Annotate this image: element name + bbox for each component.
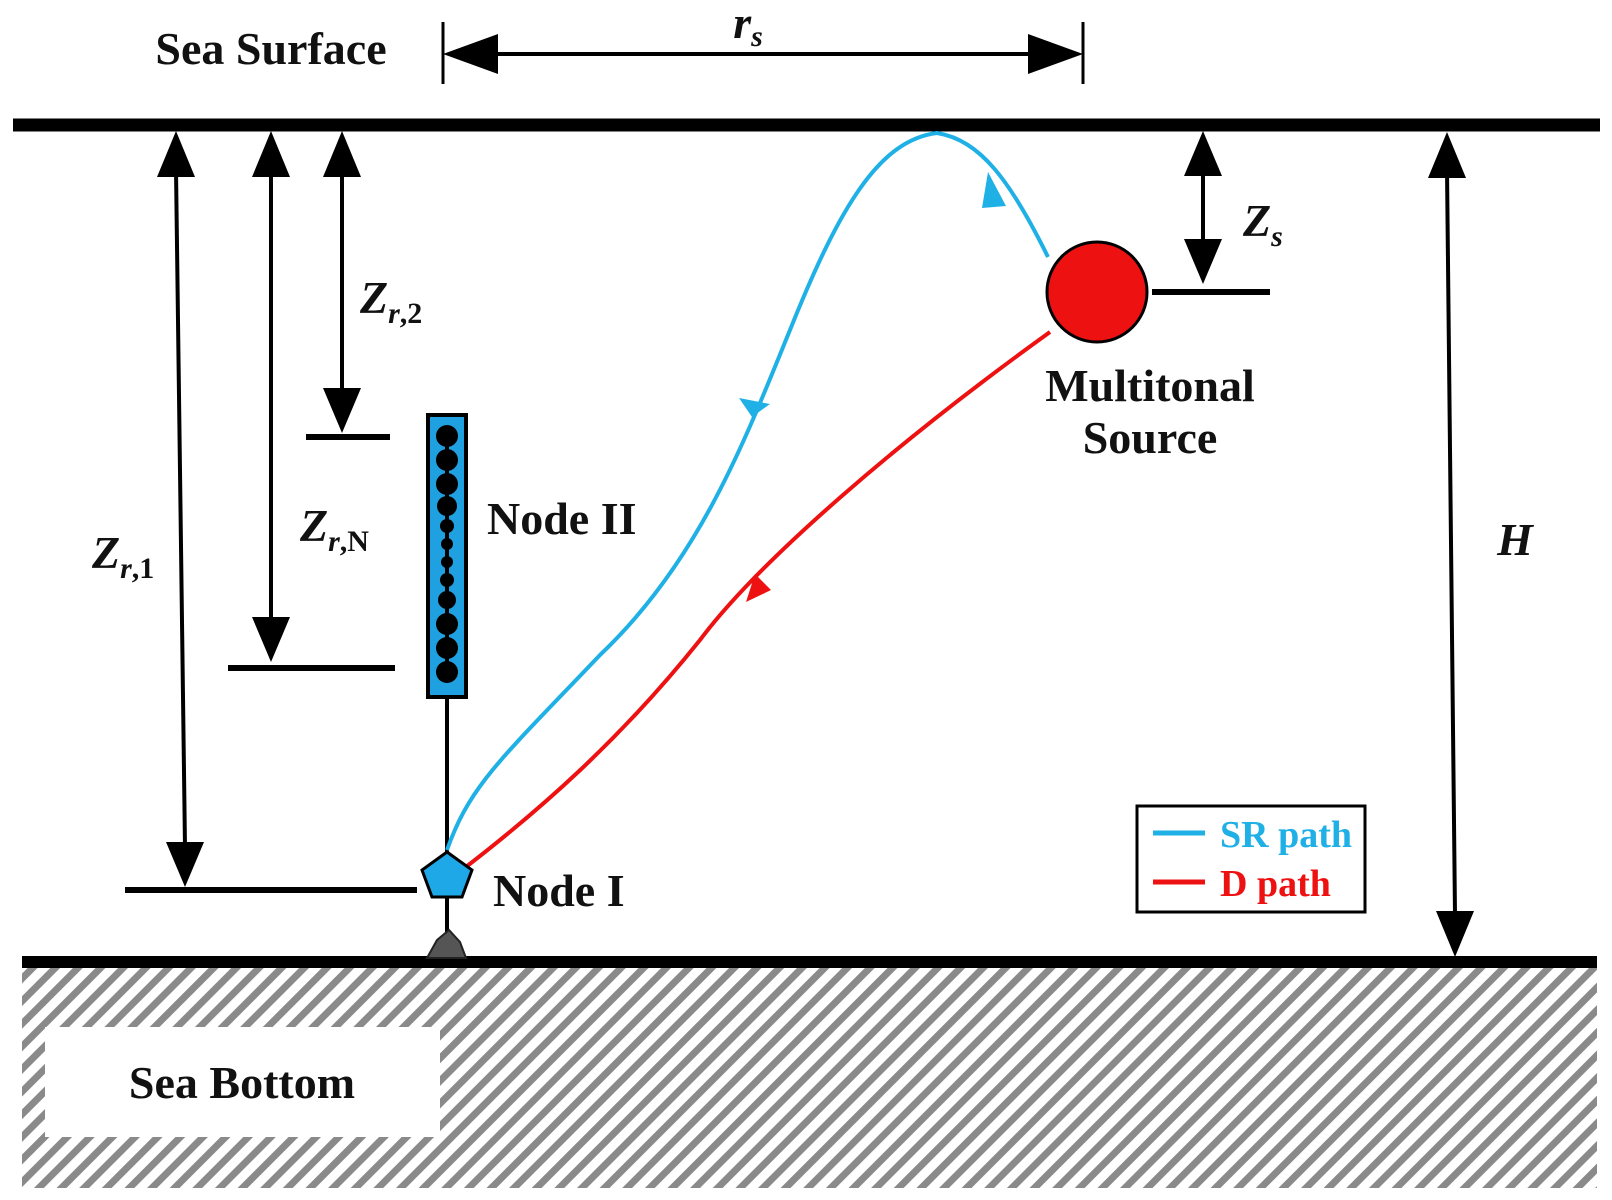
range-arrowhead-left xyxy=(443,34,498,74)
legend-sr-label: SR path xyxy=(1220,814,1352,856)
water-depth-arrowhead-up xyxy=(1428,132,1466,178)
hydrophone-element xyxy=(436,449,458,471)
node-i-pentagon-icon xyxy=(420,850,474,899)
anchor-icon xyxy=(425,928,468,959)
range-arrowhead-right xyxy=(1028,34,1083,74)
receiver-depth-2-arrowhead-up xyxy=(323,131,361,177)
receiver-depth-1-arrowhead-up xyxy=(157,131,195,177)
receiver-depth-2-arrowhead-down xyxy=(323,388,361,433)
water-depth-label: H xyxy=(1496,514,1534,565)
receiver-depth-2-label: Zr,2 xyxy=(359,272,422,330)
d-path-arrowhead xyxy=(746,574,771,602)
receiver-depth-n-arrowhead-up xyxy=(252,131,290,177)
sea-surface-label: Sea Surface xyxy=(155,23,386,74)
hydrophone-element xyxy=(440,519,454,533)
node-ii-hydrophones xyxy=(436,425,458,683)
hydrophone-element xyxy=(441,556,453,568)
hydrophone-element xyxy=(436,637,458,659)
d-path-curve xyxy=(460,330,1052,872)
receiver-depth-n-arrowhead-down xyxy=(252,617,290,662)
receiver-depth-1-shaft xyxy=(174,169,187,848)
node-i-label: Node I xyxy=(493,865,625,916)
source-depth-arrowhead-up xyxy=(1184,131,1222,176)
sea-bottom-label-box xyxy=(45,1027,440,1137)
legend-box xyxy=(1135,804,1367,914)
legend-d-label: D path xyxy=(1220,863,1331,905)
receiver-depth-1-label: Zr,1 xyxy=(91,527,154,585)
node-ii-label: Node II xyxy=(487,493,637,544)
hydrophone-element xyxy=(441,538,453,550)
hydrophone-element xyxy=(436,613,458,635)
range-label: rs xyxy=(733,0,763,53)
hydrophone-element xyxy=(436,473,458,495)
sea-bottom-label: Sea Bottom xyxy=(129,1057,355,1108)
hydrophone-element xyxy=(436,425,458,447)
sr-path-arrowhead-up xyxy=(982,172,1006,208)
hydrophone-element xyxy=(440,573,454,587)
hydrophone-element xyxy=(438,591,456,609)
hydrophone-element xyxy=(436,661,458,683)
receiver-depth-1-arrowhead-down xyxy=(166,842,204,887)
receiver-depth-n-label: Zr,N xyxy=(299,500,369,558)
source-depth-arrowhead-down xyxy=(1184,239,1222,284)
multitonal-source-icon xyxy=(1045,240,1149,344)
source-label-line1: Multitonal xyxy=(1045,360,1255,411)
hydrophone-element xyxy=(437,496,457,516)
sr-path-curve xyxy=(445,130,1050,851)
source-label-line2: Source xyxy=(1083,412,1218,463)
water-depth-shaft xyxy=(1445,169,1457,916)
water-depth-arrowhead-down xyxy=(1436,911,1474,957)
sr-path-arrowhead-down xyxy=(739,398,770,417)
source-depth-label: Zs xyxy=(1242,195,1283,253)
